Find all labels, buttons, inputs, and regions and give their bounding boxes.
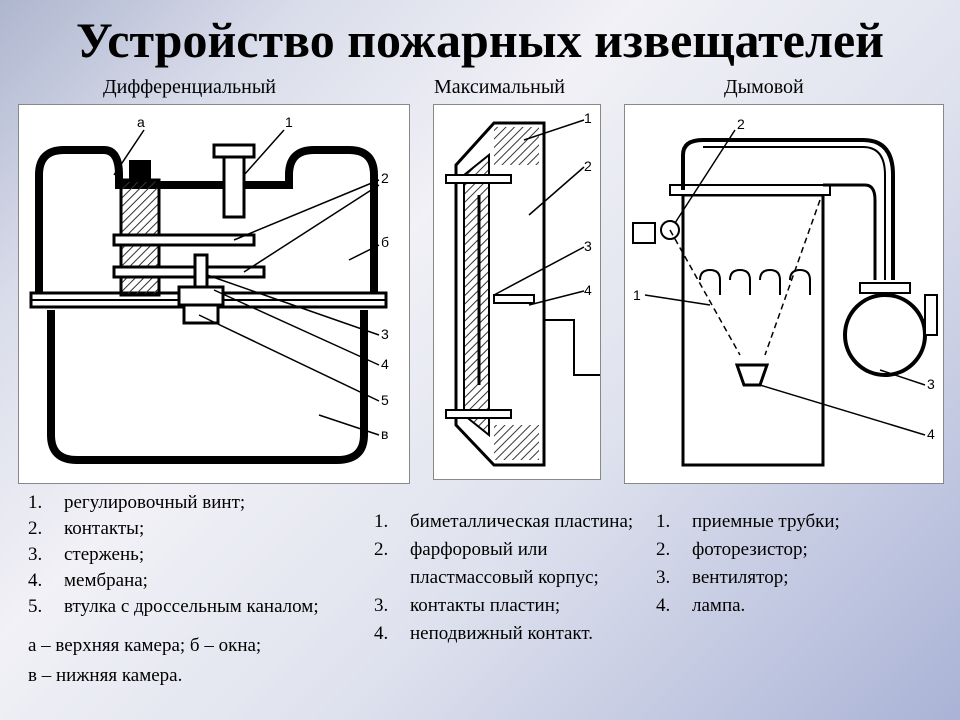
legend-item: 2.фарфоровый или пластмассовый корпус; [374,539,599,588]
smoke-label-3: 3 [927,376,935,392]
legend-item: 2.контакты; [28,518,145,539]
legend-item: 3.контакты пластин; [374,595,561,616]
smoke-label-1: 1 [633,287,641,303]
subtitle-maximal: Максимальный [434,76,565,98]
diff-label-b: б [381,234,389,250]
legend-differential: 1.регулировочный винт; 2.контакты; 3.сте… [28,490,398,620]
legend-item: 1.приемные трубки; [656,511,840,532]
legend-item: 5.втулка с дроссельным каналом; [28,596,319,617]
legend-item: 3.стержень; [28,544,145,565]
max-label-2: 2 [584,158,592,174]
smoke-label-2: 2 [737,116,745,132]
legend-item: 1.биметаллическая пластина; [374,511,634,532]
diagram-differential: а 1 2 б 3 4 5 в [18,104,410,484]
legend-smoke: 1.приемные трубки; 2.фоторезистор; 3.вен… [656,508,926,620]
subtitle-differential: Дифференциальный [103,76,277,98]
diff-label-1: 1 [285,114,293,130]
max-label-3: 3 [584,238,592,254]
legend-item: 1.регулировочный винт; [28,492,246,513]
legend-item: 3.вентилятор; [656,567,789,588]
legend-item: 4.мембрана; [28,570,148,591]
diff-label-3: 3 [381,326,389,342]
legend-extra-2: в – нижняя камера. [28,665,183,686]
legend-item: 2.фоторезистор; [656,539,808,560]
legend-item: 4.неподвижный контакт. [374,623,594,644]
page-title: Устройство пожарных извещателей [76,12,884,68]
max-label-4: 4 [584,282,592,298]
legend-item: 4.лампа. [656,595,746,616]
diff-label-v: в [381,426,388,442]
legend-maximal: 1.биметаллическая пластина; 2.фарфоровый… [374,508,654,648]
diff-label-a: а [137,114,145,130]
diff-label-2: 2 [381,170,389,186]
smoke-label-4: 4 [927,426,935,442]
diff-label-4: 4 [381,356,389,372]
subtitle-smoke: Дымовой [724,76,804,98]
diff-label-5: 5 [381,392,389,408]
diagram-maximal: 1 2 3 4 [433,104,601,480]
legend-extra-1: а – верхняя камера; б – окна; [28,635,262,656]
diagram-smoke: 2 1 3 4 [624,104,944,484]
max-label-1: 1 [584,110,592,126]
